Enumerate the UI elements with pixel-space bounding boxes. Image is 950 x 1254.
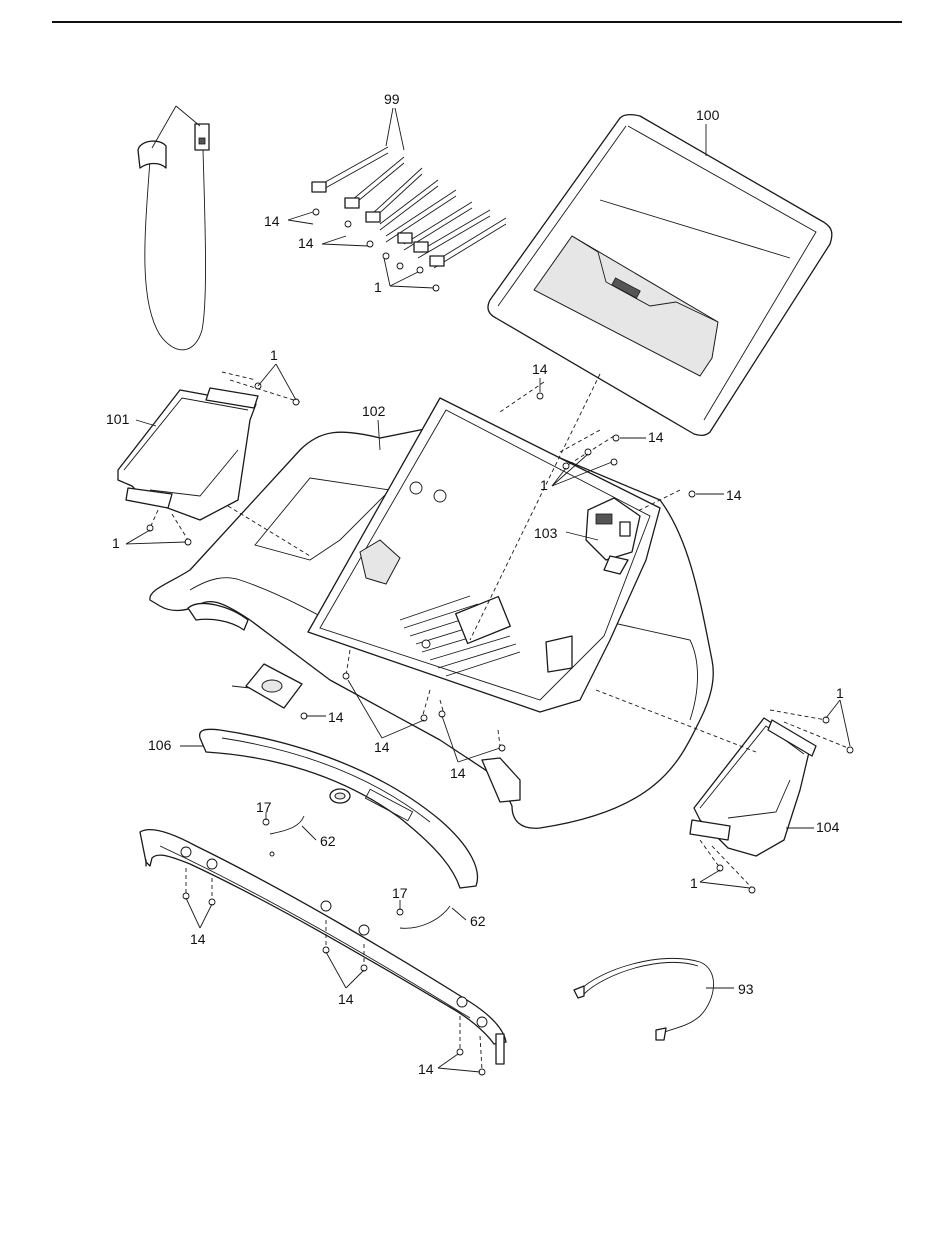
label-1-f: 1	[690, 875, 698, 891]
label-104: 104	[816, 819, 840, 835]
small-plate	[232, 664, 302, 708]
label-99: 99	[384, 91, 400, 107]
label-100: 100	[696, 107, 720, 123]
cable-93	[574, 958, 734, 1040]
label-62-b: 62	[470, 913, 486, 929]
right-bin	[690, 718, 816, 856]
label-14-j: 14	[338, 991, 354, 1007]
label-14-c: 14	[532, 361, 548, 377]
label-1-c: 1	[540, 477, 548, 493]
label-1-e: 1	[836, 685, 844, 701]
label-17-a: 17	[256, 799, 272, 815]
label-1-d: 1	[112, 535, 120, 551]
label-14-b: 14	[298, 235, 314, 251]
label-102: 102	[362, 403, 386, 419]
label-106: 106	[148, 737, 172, 753]
cable-assembly	[138, 106, 209, 350]
label-62-a: 62	[320, 833, 336, 849]
label-1-a: 1	[374, 279, 382, 295]
label-14-a: 14	[264, 213, 280, 229]
label-17-b: 17	[392, 885, 408, 901]
left-bin	[118, 388, 258, 520]
label-14-i: 14	[190, 931, 206, 947]
label-14-f: 14	[328, 709, 344, 725]
handlebar-cover	[200, 729, 478, 888]
label-14-e: 14	[726, 487, 742, 503]
label-14-g: 14	[374, 739, 390, 755]
label-14-k: 14	[418, 1061, 434, 1077]
label-14-h: 14	[450, 765, 466, 781]
label-1-b: 1	[270, 347, 278, 363]
label-101: 101	[106, 411, 130, 427]
wire-ties	[312, 108, 506, 268]
label-103: 103	[534, 525, 558, 541]
label-14-d: 14	[648, 429, 664, 445]
label-93: 93	[738, 981, 754, 997]
